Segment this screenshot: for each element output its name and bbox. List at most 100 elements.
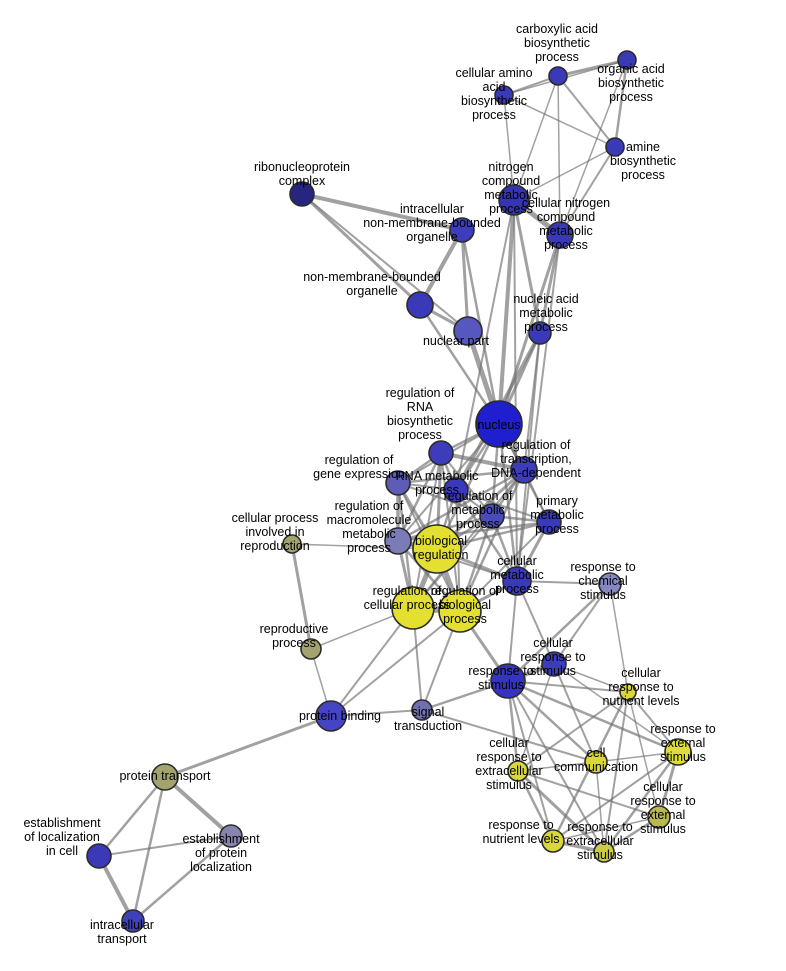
edge-carboxylic-acid-biosynthetic-process--nitrogen-compound-metabolic-process[interactable] (513, 75, 559, 201)
node-protein-binding[interactable] (315, 700, 347, 732)
edge-cellular-response-to-stimulus--response-to-external-stimulus[interactable] (553, 663, 679, 753)
node-nitrogen-compound-metabolic-process[interactable] (498, 184, 530, 216)
edge-cellular-response-to-external-stimulus--response-to-nutrient-levels[interactable] (552, 816, 660, 842)
edge-protein-transport--establishment-of-localization-in-cell[interactable] (97, 775, 167, 858)
node-cellular-amino-acid-biosynthetic-process[interactable] (494, 85, 514, 105)
node-biological-regulation[interactable] (412, 524, 462, 574)
edge-amine-biosynthetic-process--cellular-nitrogen-compound-metabolic-process[interactable] (559, 146, 616, 236)
node-rna-metabolic-process[interactable] (443, 477, 469, 503)
node-cellular-response-to-external-stimulus[interactable] (647, 805, 671, 829)
edge-cellular-amino-acid-biosynthetic-process--nitrogen-compound-metabolic-process[interactable] (503, 94, 515, 201)
node-regulation-of-metabolic-process[interactable] (479, 503, 505, 529)
node-intracellular-non-membrane-bounded-organelle[interactable] (449, 217, 475, 243)
edge-cell-communication--cellular-response-to-extracellular-stimulus[interactable] (517, 761, 597, 772)
edge-cellular-response-to-extracellular-stimulus--cellular-response-to-external-stimulus[interactable] (517, 770, 660, 818)
node-nuclear-part[interactable] (453, 316, 483, 346)
node-response-to-stimulus[interactable] (490, 663, 526, 699)
edge-response-to-stimulus--cellular-response-to-nutrient-levels[interactable] (507, 680, 629, 693)
edge-protein-binding--protein-transport[interactable] (163, 714, 333, 779)
node-regulation-of-gene-expression[interactable] (385, 470, 411, 496)
node-amine-biosynthetic-process[interactable] (605, 137, 625, 157)
edge-regulation-of-gene-expression--regulation-of-metabolic-process[interactable] (397, 482, 493, 517)
edge-rna-metabolic-process--primary-metabolic-process[interactable] (455, 489, 550, 523)
node-non-membrane-bounded-organelle[interactable] (406, 291, 434, 319)
node-regulation-of-biological-process[interactable] (438, 589, 482, 633)
node-cellular-metabolic-process[interactable] (502, 566, 532, 596)
node-response-to-chemical-stimulus[interactable] (598, 572, 622, 596)
edge-cell-communication--signal-transduction[interactable] (421, 709, 597, 763)
edge-response-to-chemical-stimulus--cellular-response-to-nutrient-levels[interactable] (609, 583, 629, 693)
node-reproductive-process[interactable] (300, 638, 322, 660)
edge-cellular-response-to-extracellular-stimulus--response-to-extracellular-stimulus[interactable] (516, 769, 606, 854)
edge-organic-acid-biosynthetic-process--amine-biosynthetic-process[interactable] (613, 58, 629, 149)
edge-intracellular-non-membrane-bounded-organelle--non-membrane-bounded-organelle[interactable] (418, 228, 464, 307)
node-organic-acid-biosynthetic-process[interactable] (617, 50, 637, 70)
edge-establishment-of-localization-in-cell--establishment-of-protein-localization[interactable] (98, 835, 232, 857)
edge-cellular-nitrogen-compound-metabolic-process--cellular-metabolic-process[interactable] (516, 234, 561, 582)
node-cell-communication[interactable] (584, 750, 608, 774)
edge-protein-transport--establishment-of-protein-localization[interactable] (163, 775, 233, 838)
edge-regulation-of-transcription-dna-dependent--regulation-of-biological-process[interactable] (458, 468, 526, 613)
edge-regulation-of-rna-biosynthetic-process--regulation-of-macromolecule-metabolic-process[interactable] (396, 451, 443, 543)
edge-cell-communication--response-to-extracellular-stimulus[interactable] (595, 761, 605, 853)
node-regulation-of-cellular-process[interactable] (391, 586, 435, 630)
edge-organic-acid-biosynthetic-process--cellular-nitrogen-compound-metabolic-process[interactable] (559, 59, 628, 236)
edge-nitrogen-compound-metabolic-process--nucleus[interactable] (497, 198, 516, 426)
edge-cellular-process-involved-in-reproduction--reproductive-process[interactable] (290, 542, 313, 651)
edge-regulation-of-rna-biosynthetic-process--regulation-of-transcription-dna-dependent[interactable] (439, 451, 526, 472)
edge-response-to-external-stimulus--response-to-nutrient-levels[interactable] (552, 751, 679, 842)
edge-response-to-stimulus--cell-communication[interactable] (506, 679, 598, 764)
edge-cellular-response-to-stimulus--cellular-response-to-nutrient-levels[interactable] (553, 663, 629, 693)
node-response-to-nutrient-levels[interactable] (541, 829, 565, 853)
node-cellular-nitrogen-compound-metabolic-process[interactable] (546, 221, 574, 249)
edge-regulation-of-biological-process--protein-binding[interactable] (330, 610, 461, 717)
edge-cellular-metabolic-process--response-to-chemical-stimulus[interactable] (516, 580, 611, 585)
edge-regulation-of-transcription-dna-dependent--regulation-of-gene-expression[interactable] (396, 468, 526, 485)
edge-response-to-chemical-stimulus--cellular-response-to-stimulus[interactable] (553, 583, 611, 665)
edge-cellular-response-to-stimulus--cell-communication[interactable] (553, 663, 597, 763)
node-establishment-of-localization-in-cell[interactable] (86, 843, 112, 869)
edge-cellular-response-to-nutrient-levels--response-to-extracellular-stimulus[interactable] (603, 691, 629, 853)
edge-response-to-external-stimulus--response-to-extracellular-stimulus[interactable] (602, 750, 680, 854)
edge-nucleic-acid-metabolic-process--regulation-of-transcription-dna-dependent[interactable] (523, 332, 541, 471)
node-response-to-external-stimulus[interactable] (664, 738, 692, 766)
edge-cellular-response-to-extracellular-stimulus--response-to-nutrient-levels[interactable] (516, 769, 555, 843)
node-response-to-extracellular-stimulus[interactable] (593, 841, 615, 863)
edge-cellular-response-to-nutrient-levels--cellular-response-to-external-stimulus[interactable] (627, 691, 660, 818)
node-primary-metabolic-process[interactable] (536, 509, 562, 535)
node-regulation-of-transcription-dna-dependent[interactable] (510, 456, 538, 484)
edge-ribonucleoprotein-complex--intracellular-non-membrane-bounded-organelle[interactable] (300, 192, 464, 232)
node-regulation-of-rna-biosynthetic-process[interactable] (428, 440, 454, 466)
edge-cellular-response-to-nutrient-levels--cellular-response-to-extracellular-stimulus[interactable] (517, 691, 629, 772)
node-carboxylic-acid-biosynthetic-process[interactable] (548, 66, 568, 86)
node-cellular-process-involved-in-reproduction[interactable] (282, 534, 302, 554)
node-nucleic-acid-metabolic-process[interactable] (528, 321, 552, 345)
edge-ribonucleoprotein-complex--non-membrane-bounded-organelle[interactable] (300, 192, 422, 307)
edge-intracellular-non-membrane-bounded-organelle--nuclear-part[interactable] (460, 228, 470, 333)
node-protein-transport[interactable] (151, 763, 179, 791)
node-cellular-response-to-stimulus[interactable] (541, 651, 567, 677)
edge-cellular-nitrogen-compound-metabolic-process--nucleic-acid-metabolic-process[interactable] (538, 233, 562, 335)
node-nucleus[interactable] (475, 400, 523, 448)
edge-amine-biosynthetic-process--nitrogen-compound-metabolic-process[interactable] (513, 146, 616, 201)
node-regulation-of-macromolecule-metabolic-process[interactable] (384, 527, 412, 555)
edge-cellular-response-to-stimulus--cellular-response-to-extracellular-stimulus[interactable] (517, 663, 555, 772)
edge-carboxylic-acid-biosynthetic-process--organic-acid-biosynthetic-process[interactable] (556, 58, 629, 78)
node-cellular-response-to-extracellular-stimulus[interactable] (507, 760, 529, 782)
edge-ribonucleoprotein-complex--nuclear-part[interactable] (301, 193, 469, 332)
edge-regulation-of-cellular-process--protein-binding[interactable] (330, 607, 414, 717)
node-establishment-of-protein-localization[interactable] (219, 824, 243, 848)
edge-carboxylic-acid-biosynthetic-process--amine-biosynthetic-process[interactable] (557, 75, 616, 148)
edge-establishment-of-protein-localization--intracellular-transport[interactable] (131, 834, 233, 923)
node-intracellular-transport[interactable] (121, 909, 145, 933)
node-signal-transduction[interactable] (411, 699, 433, 721)
edge-carboxylic-acid-biosynthetic-process--cellular-nitrogen-compound-metabolic-process[interactable] (557, 75, 561, 236)
edge-non-membrane-bounded-organelle--nucleus[interactable] (418, 303, 501, 426)
node-cellular-response-to-nutrient-levels[interactable] (619, 683, 637, 701)
edge-cellular-metabolic-process--cellular-response-to-stimulus[interactable] (516, 580, 555, 665)
edge-response-to-chemical-stimulus--response-to-stimulus[interactable] (506, 582, 612, 683)
node-ribonucleoprotein-complex[interactable] (289, 181, 315, 207)
